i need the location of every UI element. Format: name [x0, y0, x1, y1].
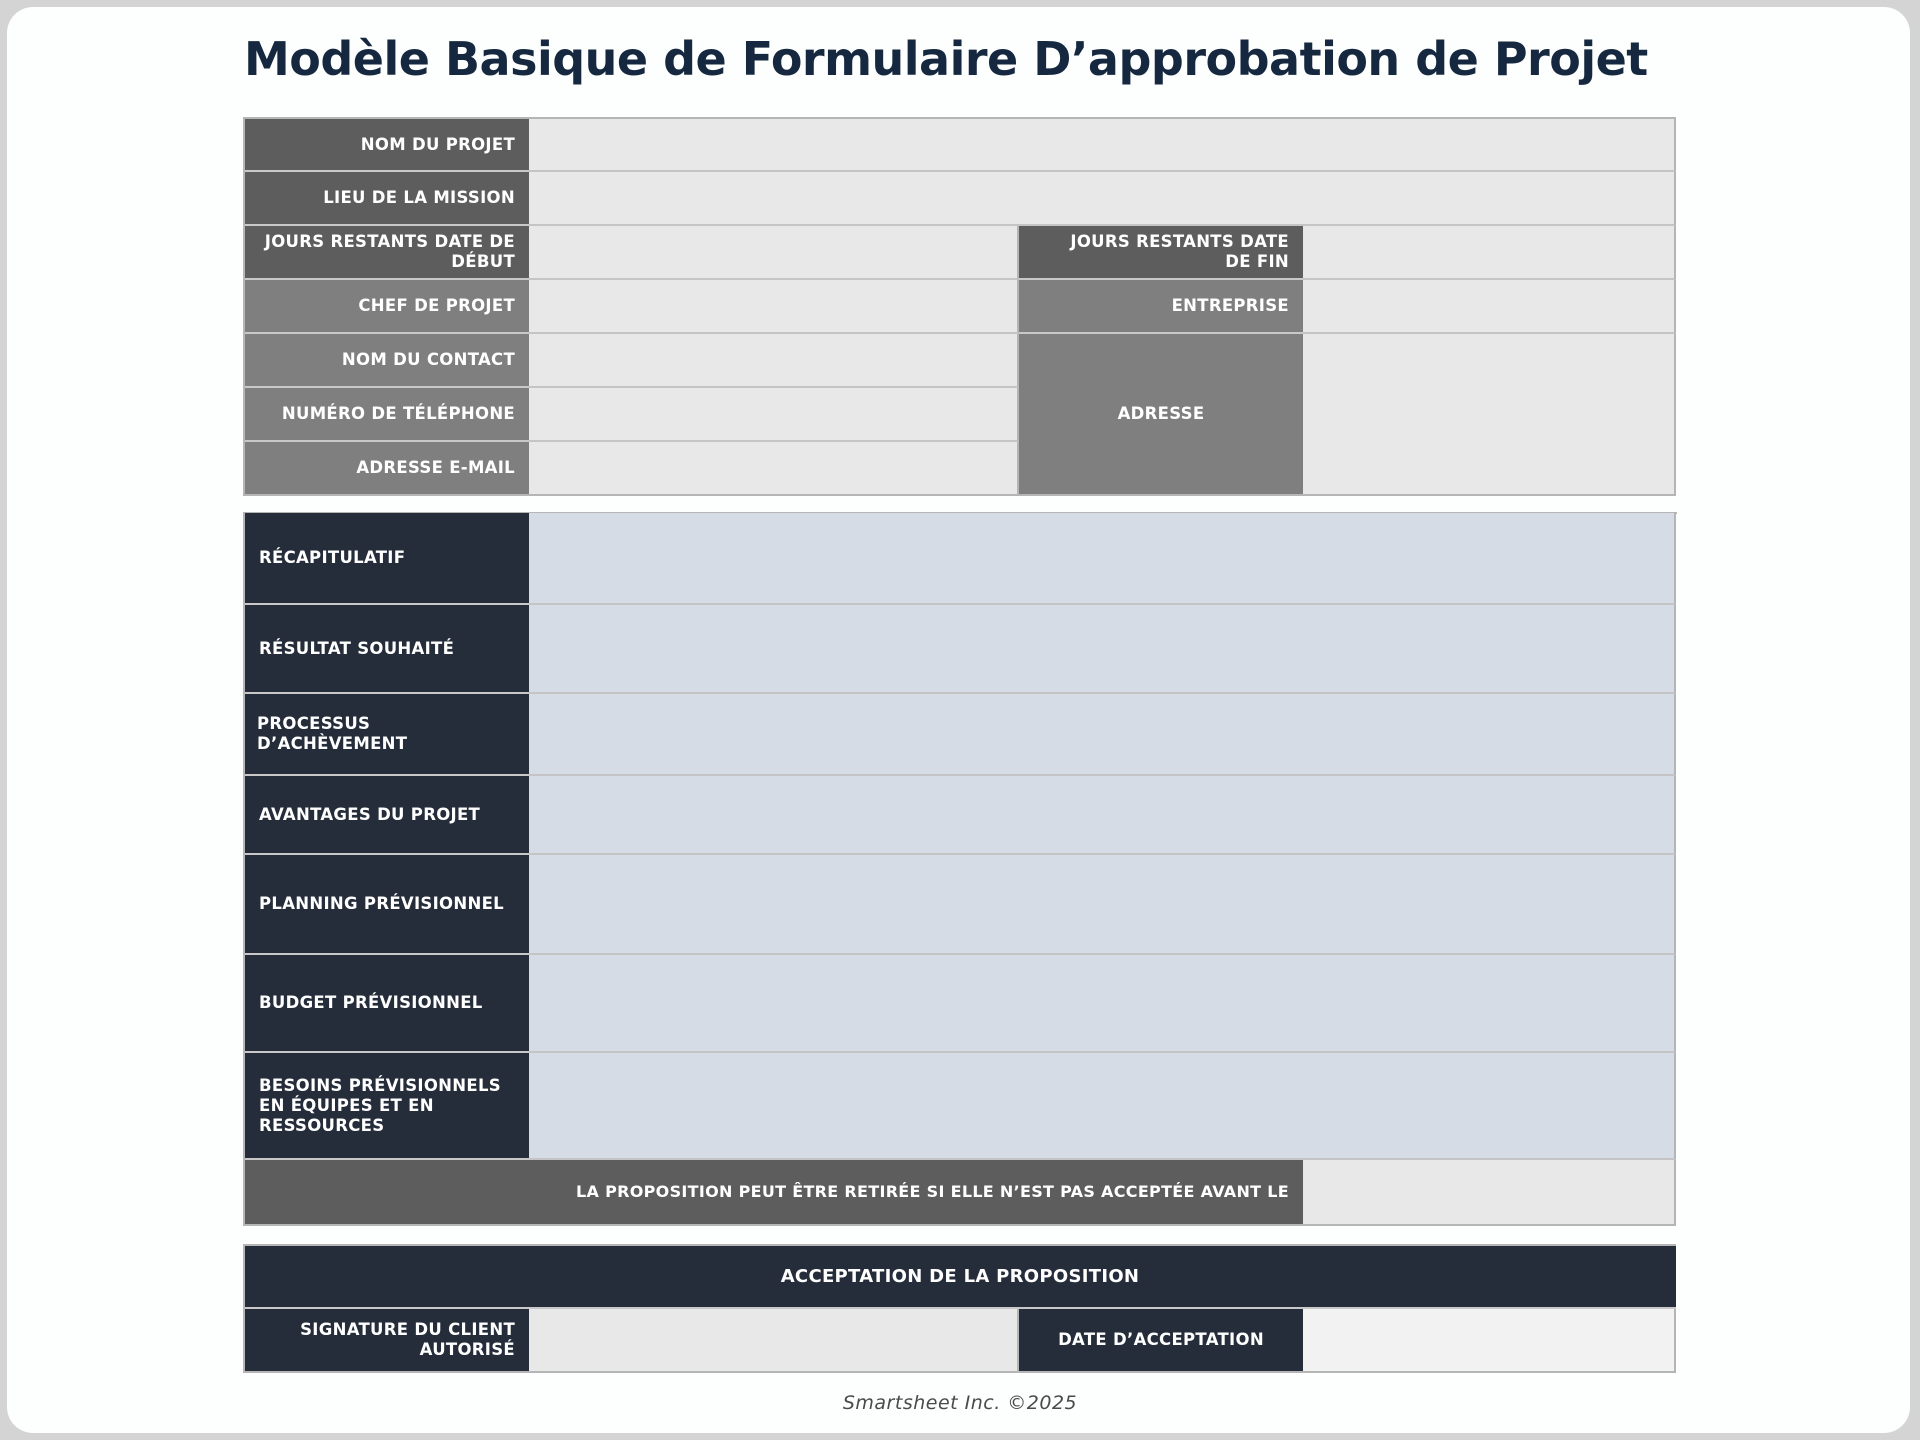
email-field[interactable]: [529, 442, 1019, 496]
company-field[interactable]: [1303, 280, 1676, 334]
contact-name-label: NOM DU CONTACT: [244, 334, 529, 388]
acceptance-date-field[interactable]: [1303, 1309, 1676, 1373]
project-name-label: NOM DU PROJET: [244, 117, 529, 172]
project-manager-label: CHEF DE PROJET: [244, 280, 529, 334]
withdrawal-label: LA PROPOSITION PEUT ÊTRE RETIRÉE SI ELLE…: [244, 1160, 1303, 1226]
client-signature-label: SIGNATURE DU CLIENT AUTORISÉ: [244, 1309, 529, 1373]
project-manager-field[interactable]: [529, 280, 1019, 334]
mission-location-label: LIEU DE LA MISSION: [244, 172, 529, 226]
phone-label: NUMÉRO DE TÉLÉPHONE: [244, 388, 529, 442]
acceptance-header: ACCEPTATION DE LA PROPOSITION: [244, 1244, 1676, 1309]
left-border: [243, 117, 245, 496]
days-remaining-end-label: JOURS RESTANTS DATE DE FIN: [1019, 226, 1303, 280]
details-left-border: [243, 513, 245, 1226]
withdrawal-date-field[interactable]: [1303, 1160, 1676, 1226]
days-remaining-end-field[interactable]: [1303, 226, 1676, 280]
project-benefits-field[interactable]: [529, 776, 1676, 855]
address-field[interactable]: [1303, 334, 1676, 496]
project-benefits-label: AVANTAGES DU PROJET: [244, 776, 529, 855]
phone-field[interactable]: [529, 388, 1019, 442]
email-label: ADRESSE E-MAIL: [244, 442, 529, 496]
client-signature-text: SIGNATURE DU CLIENT AUTORISÉ: [300, 1320, 515, 1359]
mission-location-field[interactable]: [529, 172, 1676, 226]
footer-copyright: Smartsheet Inc. ©2025: [842, 1392, 1078, 1414]
summary-field[interactable]: [529, 513, 1676, 605]
desired-result-label: RÉSULTAT SOUHAITÉ: [244, 605, 529, 694]
forecast-budget-field[interactable]: [529, 955, 1676, 1053]
page-title: Modèle Basique de Formulaire D’approbati…: [244, 32, 1648, 86]
days-remaining-start-label: JOURS RESTANTS DATE DE DÉBUT: [244, 226, 529, 280]
forecast-schedule-label: PLANNING PRÉVISIONNEL: [244, 855, 529, 955]
forecast-budget-label: BUDGET PRÉVISIONNEL: [244, 955, 529, 1053]
resource-needs-label: BESOINS PRÉVISIONNELS EN ÉQUIPES ET EN R…: [244, 1053, 529, 1160]
address-label: ADRESSE: [1019, 334, 1303, 496]
completion-process-field[interactable]: [529, 694, 1676, 776]
project-name-field[interactable]: [529, 117, 1676, 172]
days-remaining-start-text: JOURS RESTANTS DATE DE DÉBUT: [264, 232, 515, 271]
client-signature-field[interactable]: [529, 1309, 1019, 1373]
contact-name-field[interactable]: [529, 334, 1019, 388]
company-label: ENTREPRISE: [1019, 280, 1303, 334]
days-remaining-start-field[interactable]: [529, 226, 1019, 280]
acceptance-left-border: [243, 1244, 245, 1373]
summary-label: RÉCAPITULATIF: [244, 513, 529, 605]
desired-result-field[interactable]: [529, 605, 1676, 694]
forecast-schedule-field[interactable]: [529, 855, 1676, 955]
days-remaining-end-text: JOURS RESTANTS DATE DE FIN: [1070, 232, 1289, 271]
acceptance-date-label: DATE D’ACCEPTATION: [1019, 1309, 1303, 1373]
resource-needs-field[interactable]: [529, 1053, 1676, 1160]
resource-needs-text: BESOINS PRÉVISIONNELS EN ÉQUIPES ET EN R…: [259, 1075, 501, 1135]
completion-process-label: PROCESSUS D’ACHÈVEMENT: [244, 694, 529, 776]
completion-process-text: PROCESSUS D’ACHÈVEMENT: [257, 714, 408, 753]
